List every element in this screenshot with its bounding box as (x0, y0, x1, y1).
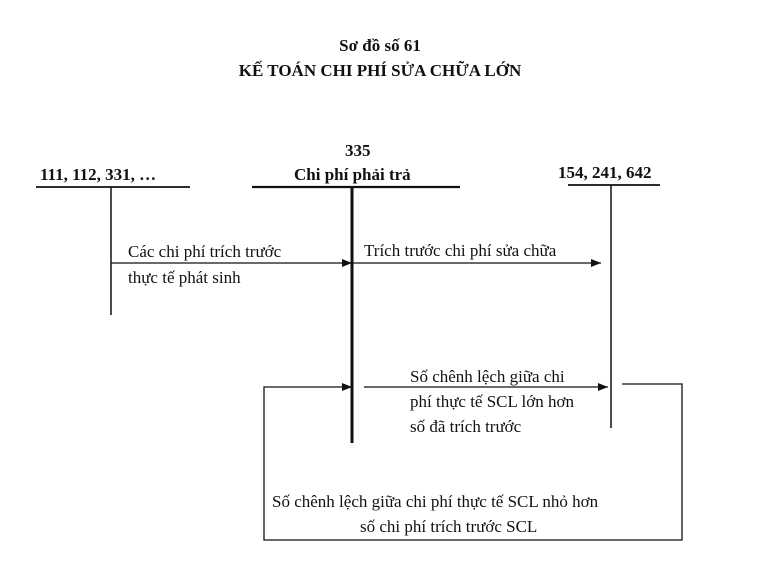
account-center-name: Chi phí phải trả (294, 165, 411, 184)
label-actual-costs-line2: thực tế phát sinh (128, 268, 241, 287)
account-left-label: 111, 112, 331, … (40, 165, 157, 184)
account-center-number: 335 (345, 141, 371, 160)
label-diff-greater-line1: Số chênh lệch giữa chi (410, 367, 565, 386)
label-diff-smaller-line1: Số chênh lệch giữa chi phí thực tế SCL n… (272, 492, 599, 511)
diagram-title: KẾ TOÁN CHI PHÍ SỬA CHỮA LỚN (238, 61, 522, 80)
loop-diff-smaller (263, 383, 683, 541)
diagram-number: Sơ đồ số 61 (339, 36, 421, 55)
label-diff-greater-line2: phí thực tế SCL lớn hơn (410, 392, 574, 411)
label-actual-costs-line1: Các chi phí trích trước (128, 242, 282, 261)
label-diff-greater-line3: số đã trích trước (410, 417, 522, 436)
label-accrue-repair: Trích trước chi phí sửa chữa (364, 241, 557, 260)
account-right-label: 154, 241, 642 (558, 163, 652, 182)
label-diff-smaller-line2: số chi phí trích trước SCL (360, 517, 538, 536)
